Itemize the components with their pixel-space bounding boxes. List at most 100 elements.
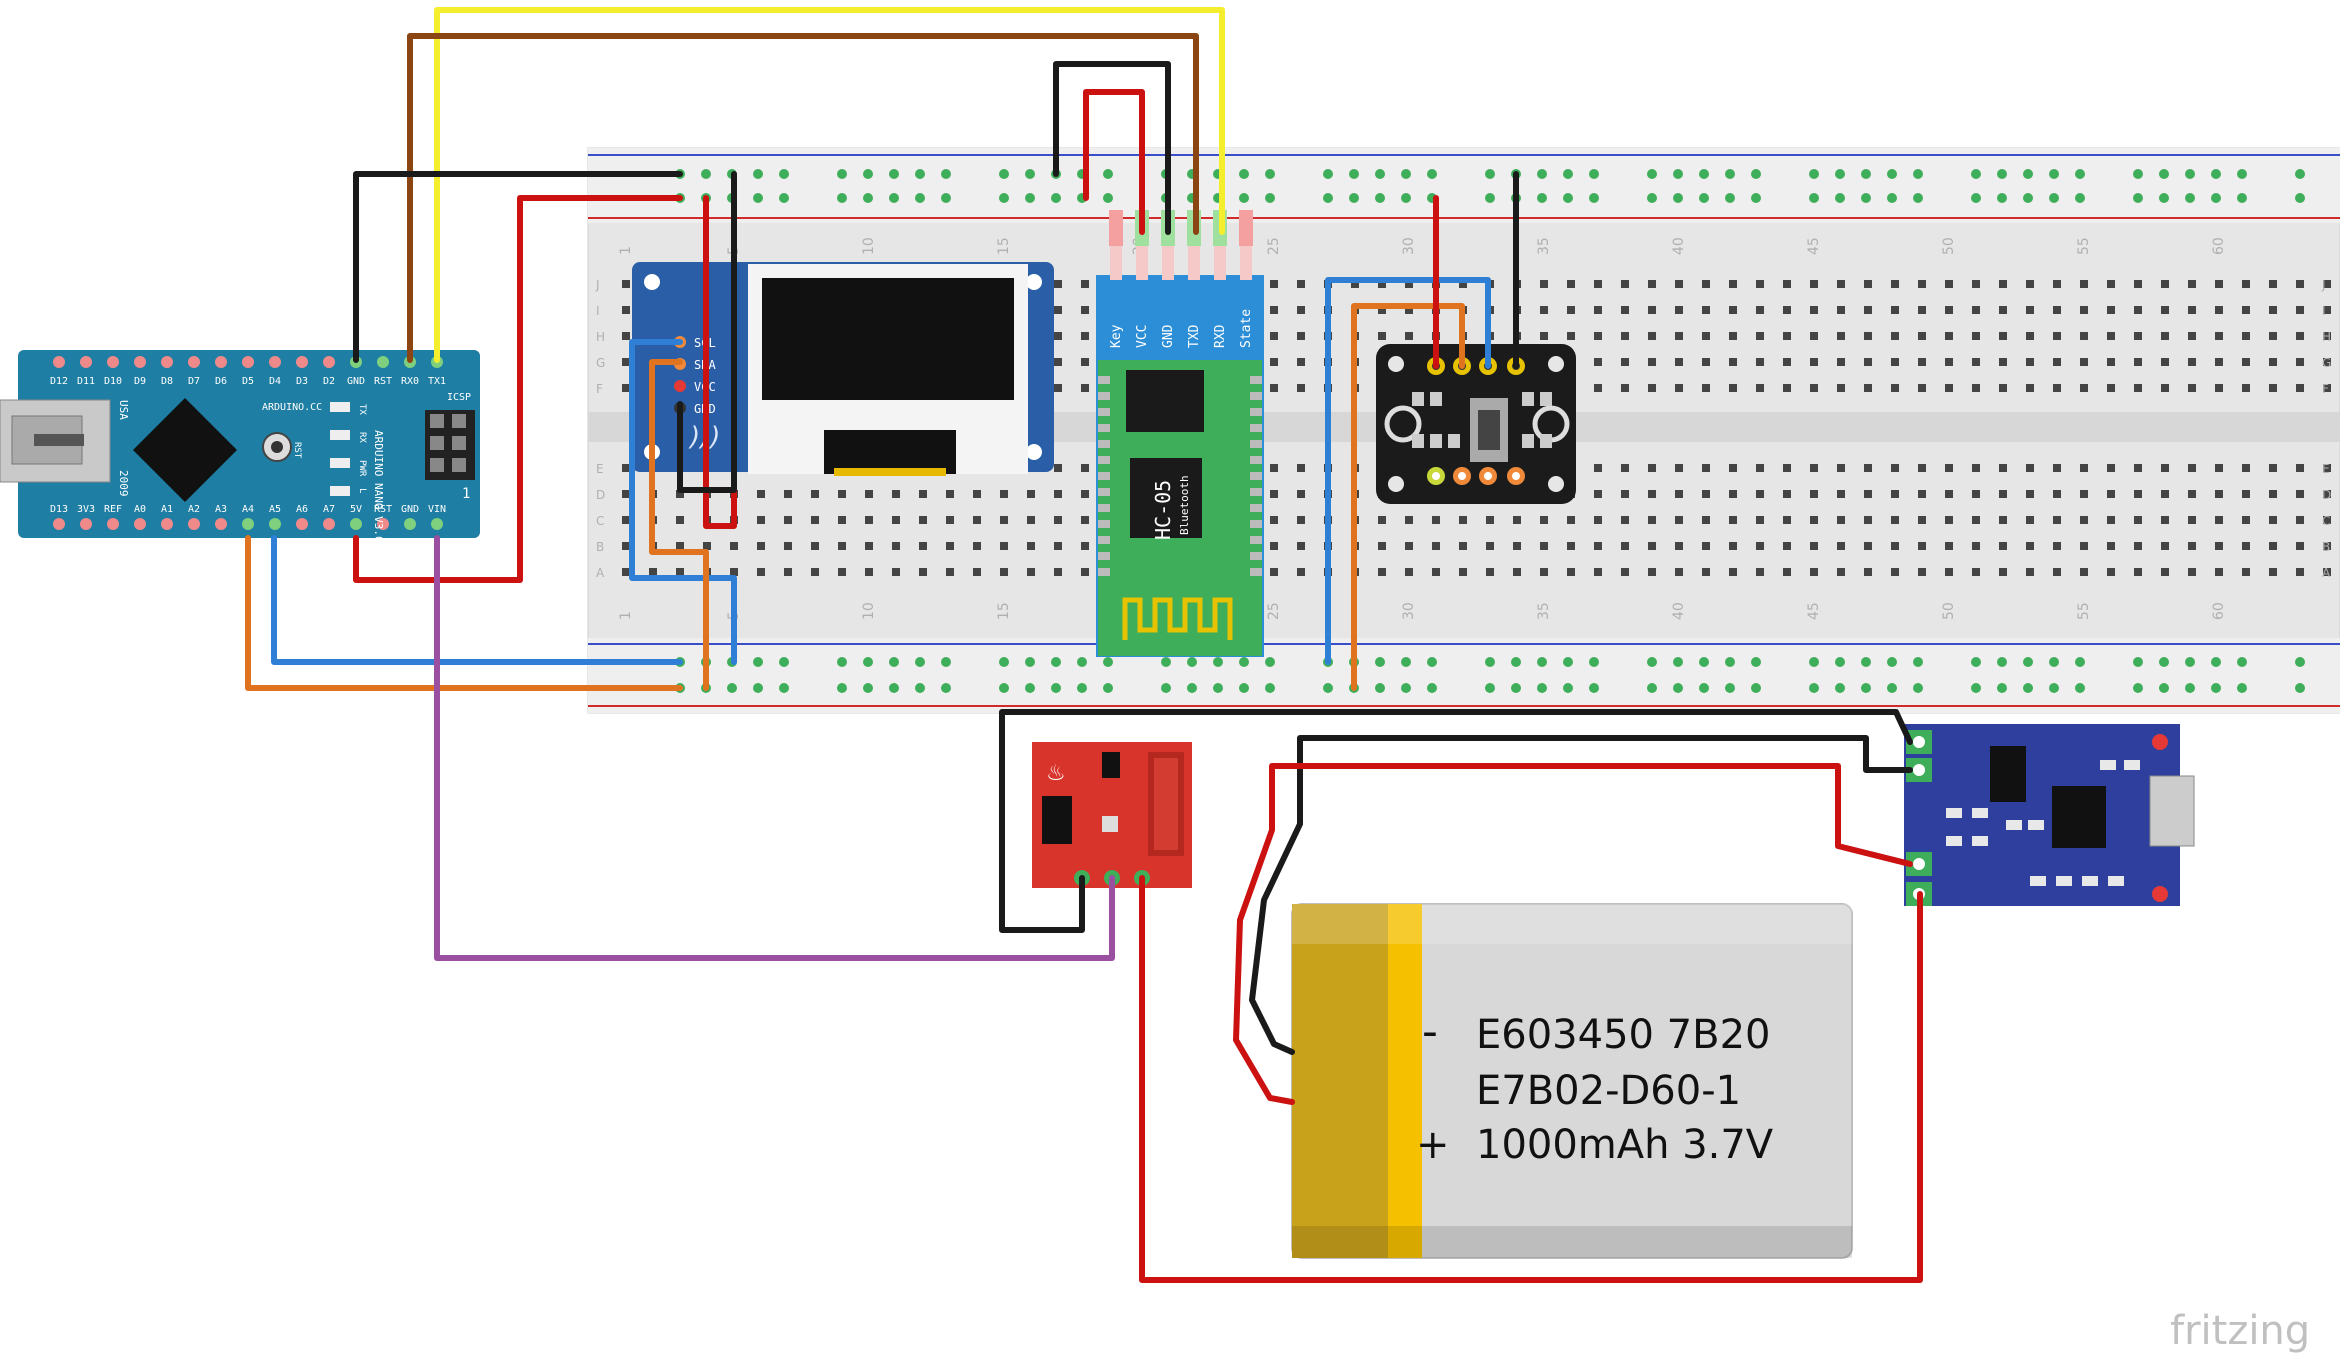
oled-pin — [674, 380, 686, 392]
column-number-bottom: 60 — [2211, 602, 2227, 620]
breadboard-hole — [1783, 332, 1791, 340]
breadboard-rail-hole — [753, 169, 763, 179]
breadboard-hole — [1054, 464, 1062, 472]
battery-minus: - — [1422, 1006, 1438, 1057]
breadboard-rail-hole — [1537, 169, 1547, 179]
breadboard-rail-hole — [1809, 193, 1819, 203]
breadboard-hole — [1081, 306, 1089, 314]
breadboard-hole — [1837, 384, 1845, 392]
breadboard-hole — [1675, 516, 1683, 524]
breadboard-hole — [1621, 464, 1629, 472]
breadboard-rail-hole — [1485, 657, 1495, 667]
breadboard-hole — [622, 332, 630, 340]
hc05-pin-label: RXD — [1213, 324, 1228, 348]
breadboard-hole — [2269, 516, 2277, 524]
column-number-top: 30 — [1401, 237, 1417, 255]
charger-pad-hole — [1913, 764, 1925, 776]
breadboard-rail-hole — [2211, 169, 2221, 179]
breadboard-hole — [1081, 358, 1089, 366]
breadboard-hole — [2269, 358, 2277, 366]
nano-bottom-pin-label: A3 — [215, 504, 227, 515]
breadboard-hole — [1054, 542, 1062, 550]
charger-smd-part — [2124, 760, 2140, 770]
breadboard-rail-hole — [1725, 169, 1735, 179]
breadboard-rail-hole — [1563, 169, 1573, 179]
sensor-smd-part — [1522, 392, 1534, 406]
nano-bottom-pin-label: REF — [104, 504, 122, 515]
breadboard-hole — [2323, 568, 2331, 576]
breadboard-hole — [1999, 490, 2007, 498]
breadboard-hole — [2107, 332, 2115, 340]
breadboard-hole — [1000, 542, 1008, 550]
breadboard-rail-hole — [1673, 193, 1683, 203]
nano-top-pin-label: D11 — [77, 376, 95, 387]
breadboard-hole — [2269, 280, 2277, 288]
breadboard-rail-hole — [1375, 683, 1385, 693]
breadboard-hole — [1729, 384, 1737, 392]
breadboard-hole — [2161, 306, 2169, 314]
breadboard-hole — [838, 490, 846, 498]
row-letter-right: D — [2322, 488, 2331, 502]
wire-orange-a5 — [245, 535, 683, 691]
breadboard-rail-hole — [1401, 683, 1411, 693]
hc05-pad — [1098, 520, 1110, 528]
breadboard-hole — [1999, 384, 2007, 392]
breadboard-rail-hole — [1051, 683, 1061, 693]
breadboard-hole — [1918, 568, 1926, 576]
wire-black-boost-gnd — [999, 709, 1913, 933]
nano-bottom-pin-label: A7 — [323, 504, 335, 515]
hc05-pad — [1098, 456, 1110, 464]
wire-black-gnd-top — [353, 171, 683, 363]
breadboard-rail-hole — [1427, 657, 1437, 667]
wire-purple-vin — [434, 535, 1115, 961]
breadboard-hole — [2161, 542, 2169, 550]
breadboard-hole — [1594, 332, 1602, 340]
breadboard-hole — [1594, 516, 1602, 524]
breadboard-hole — [1783, 490, 1791, 498]
breadboard-hole — [1594, 542, 1602, 550]
breadboard-rail-hole — [2133, 193, 2143, 203]
breadboard-hole — [2242, 358, 2250, 366]
breadboard-rail-hole — [889, 169, 899, 179]
breadboard-hole — [2053, 490, 2061, 498]
breadboard-rail-hole — [999, 169, 1009, 179]
breadboard-hole — [2080, 358, 2088, 366]
battery-label-line3: 1000mAh 3.7V — [1476, 1122, 1774, 1168]
column-number-top: 10 — [861, 237, 877, 255]
breadboard-rail-hole — [2049, 169, 2059, 179]
breadboard-hole — [1297, 568, 1305, 576]
breadboard-hole — [1810, 306, 1818, 314]
breadboard-hole — [865, 542, 873, 550]
hc05-edge-pads — [1098, 376, 1262, 576]
breadboard-rail-hole — [1349, 193, 1359, 203]
breadboard-hole — [892, 568, 900, 576]
row-letter-left: A — [596, 566, 605, 580]
breadboard-hole — [1783, 516, 1791, 524]
breadboard-hole — [1675, 568, 1683, 576]
breadboard-hole — [1054, 384, 1062, 392]
breadboard-hole — [1513, 568, 1521, 576]
breadboard-hole — [946, 568, 954, 576]
wire-blue-sensor — [1325, 277, 1491, 665]
breadboard-hole — [676, 542, 684, 550]
breadboard-hole — [1675, 306, 1683, 314]
breadboard-rail-hole — [1401, 193, 1411, 203]
breadboard-hole — [919, 568, 927, 576]
nano-top-pin-label: D4 — [269, 376, 281, 387]
icsp-label: ICSP — [447, 392, 471, 403]
breadboard-rail-hole — [1187, 657, 1197, 667]
breadboard-hole — [2107, 358, 2115, 366]
hc05-pad — [1098, 568, 1110, 576]
breadboard-hole — [1783, 542, 1791, 550]
row-letter-left: E — [596, 462, 604, 476]
breadboard-hole — [2134, 280, 2142, 288]
hc05-header-pin — [1239, 210, 1253, 246]
hc05-header-stem — [1214, 246, 1226, 280]
breadboard-hole — [1054, 490, 1062, 498]
breadboard-hole — [2188, 464, 2196, 472]
breadboard-rail-hole — [1647, 683, 1657, 693]
nano-top-pin — [107, 356, 119, 368]
